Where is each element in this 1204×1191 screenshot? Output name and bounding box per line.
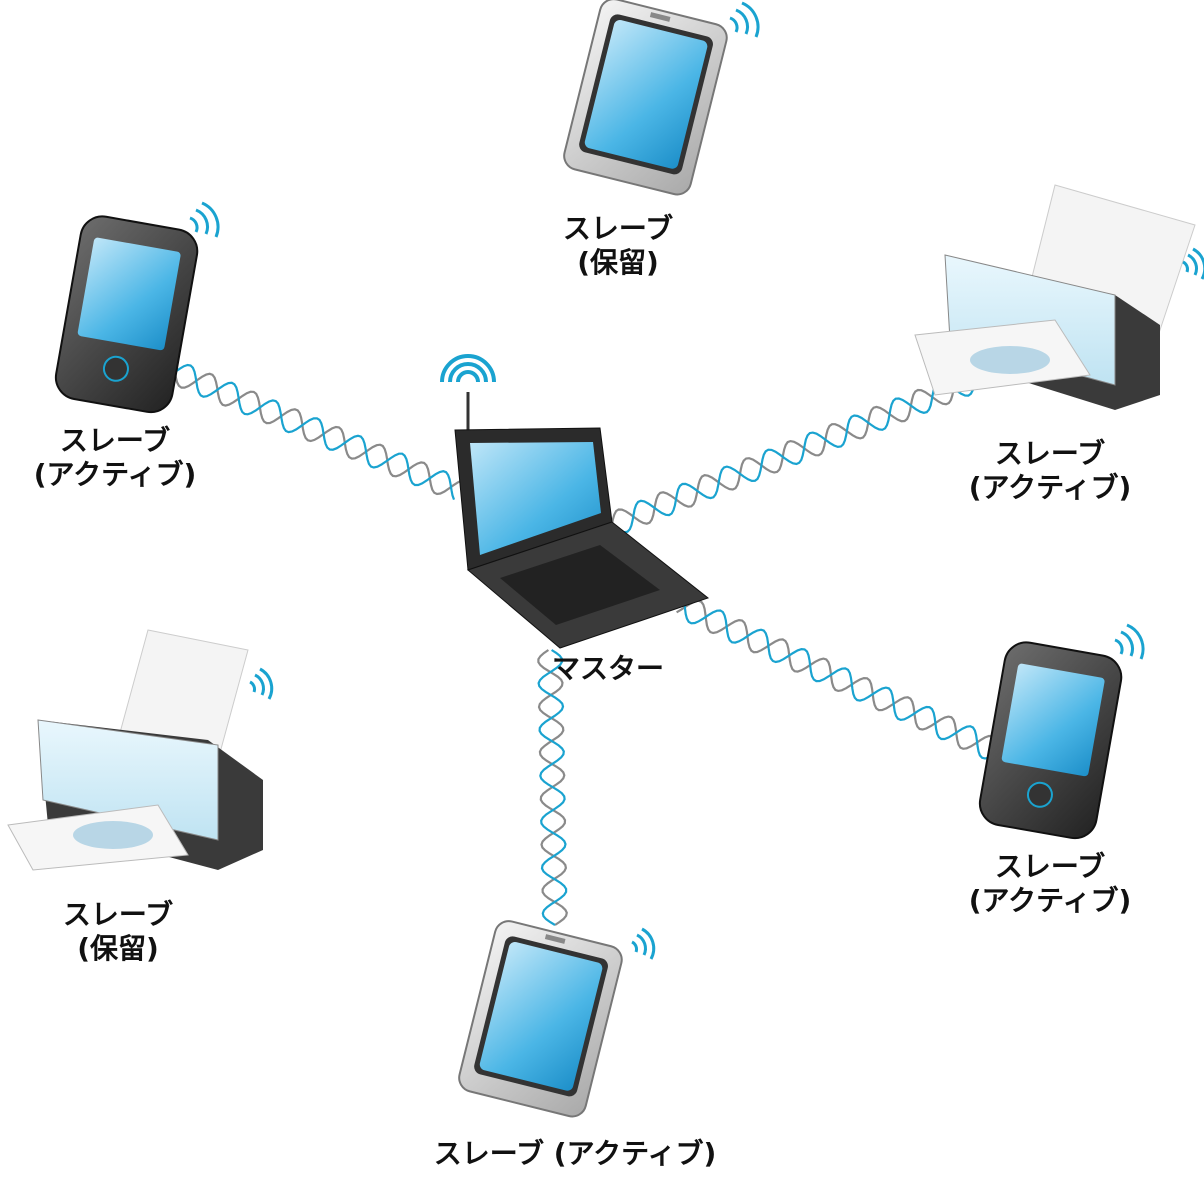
device-status: (保留)	[577, 246, 659, 279]
master-label: マスター	[552, 652, 665, 685]
wifi-signal-icon	[1182, 247, 1204, 280]
wifi-signal-icon	[1114, 623, 1145, 660]
device-status: (アクティブ)	[968, 884, 1132, 917]
device-role-status: スレーブ (アクティブ)	[433, 1137, 717, 1170]
tablet-bottom-label: スレーブ (アクティブ)	[420, 1137, 730, 1171]
tablet-top-label: スレーブ (保留)	[548, 212, 688, 280]
wifi-signal-icon	[631, 927, 656, 960]
device-status: (アクティブ)	[968, 471, 1132, 504]
wireless-link-phone-left	[173, 363, 463, 500]
printer-right-label: スレーブ (アクティブ)	[955, 437, 1145, 505]
phone-right-label: スレーブ (アクティブ)	[955, 850, 1145, 918]
wifi-signal-icon	[189, 201, 220, 238]
device-status: (アクティブ)	[33, 458, 197, 491]
link-strand	[610, 371, 976, 525]
printer-left-device	[7, 629, 263, 871]
laptop-master-device	[454, 392, 710, 649]
device-role: スレーブ	[59, 424, 171, 457]
wireless-links	[173, 363, 1000, 926]
printer-right-device	[914, 184, 1196, 410]
device-role: スレーブ	[994, 850, 1106, 883]
device-role: スレーブ	[994, 437, 1106, 470]
device-status: (保留)	[77, 932, 159, 965]
wifi-signal-icon	[729, 1, 760, 38]
link-strand	[682, 597, 999, 760]
phone-right-device	[978, 641, 1123, 840]
wireless-link-tablet-bottom	[537, 649, 568, 926]
link-strand	[173, 371, 463, 496]
device-role: スレーブ	[562, 212, 674, 245]
wifi-signal-icon	[440, 354, 496, 383]
link-strand	[174, 363, 456, 500]
wifi-signal-icon	[249, 667, 274, 700]
tablet-bottom-device	[458, 920, 623, 1118]
device-role: スレーブ	[62, 898, 174, 931]
link-strand	[537, 649, 568, 926]
printer-left-label: スレーブ (保留)	[48, 898, 188, 966]
link-strand	[611, 379, 977, 534]
phone-left-label: スレーブ (アクティブ)	[20, 424, 210, 492]
wireless-link-printer-right	[610, 371, 977, 534]
wireless-link-phone-right	[676, 597, 1000, 760]
phone-left-device	[54, 215, 199, 414]
link-strand	[676, 599, 1000, 753]
tablet-top-device	[563, 0, 728, 196]
